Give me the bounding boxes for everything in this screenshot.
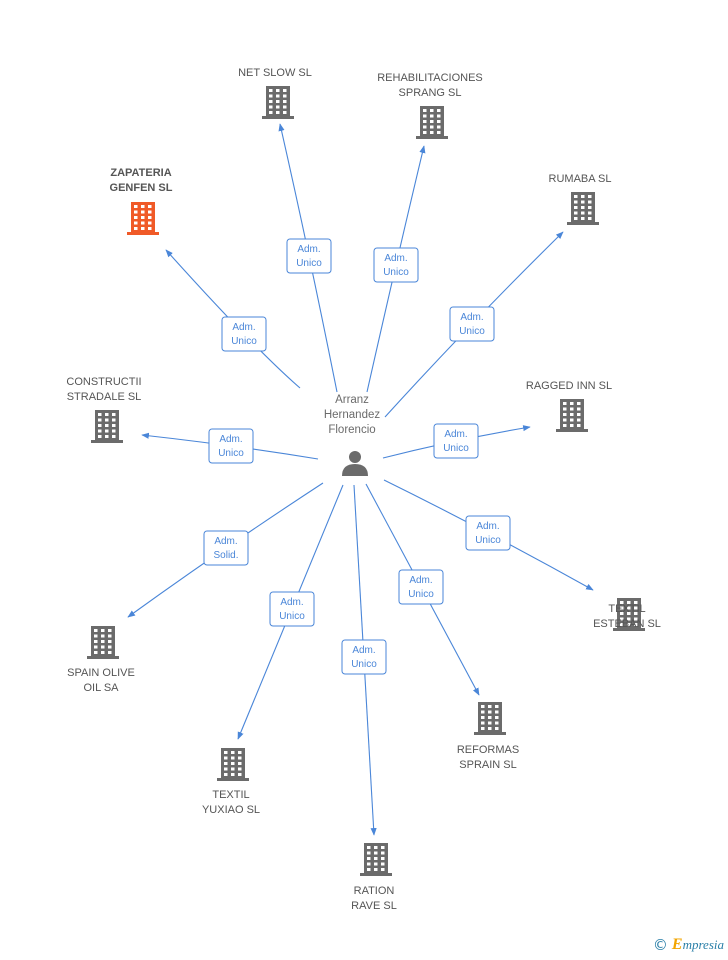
building-icon[interactable] — [262, 86, 294, 119]
role-label: Adm. — [460, 312, 483, 323]
edge-rehabilitaciones: Adm. Unico — [366, 145, 426, 393]
building-icon[interactable] — [127, 202, 159, 235]
role-label: Adm. — [232, 322, 255, 333]
edge-rumaba: Adm. Unico — [384, 231, 564, 418]
role-box[interactable] — [208, 428, 254, 464]
company-name[interactable]: REFORMAS — [457, 744, 519, 756]
company-name[interactable]: RAGGED INN SL — [526, 380, 612, 392]
company-node-rehabilitaciones[interactable]: REHABILITACIONES SPRANG SL — [377, 72, 483, 139]
building-icon[interactable] — [217, 748, 249, 781]
company-node-textil-esteban[interactable]: TEXTIL ESTEBAN SL — [593, 598, 661, 631]
edge-net-slow: Adm. Unico — [278, 123, 338, 393]
company-node-reformas[interactable]: REFORMAS SPRAIN SL — [457, 702, 519, 771]
role-label: Adm. — [219, 434, 242, 445]
building-icon[interactable] — [360, 843, 392, 876]
company-name[interactable]: SPRAIN SL — [459, 759, 516, 771]
company-name[interactable]: SPRANG SL — [399, 87, 462, 99]
brand-logo[interactable]: Empresia — [671, 936, 724, 953]
building-icon[interactable] — [556, 399, 588, 432]
role-label: Unico — [231, 336, 257, 347]
edge-textil-yuxiao: Adm. Unico — [237, 484, 344, 740]
company-name[interactable]: REHABILITACIONES — [377, 72, 483, 84]
company-node-textil-yuxiao[interactable]: TEXTIL YUXIAO SL — [202, 748, 260, 816]
building-icon[interactable] — [91, 410, 123, 443]
company-node-ration-rave[interactable]: RATION RAVE SL — [351, 843, 397, 912]
role-label: Adm. — [352, 645, 375, 656]
company-name[interactable]: SPAIN OLIVE — [67, 667, 135, 679]
footer: © Empresia — [653, 936, 724, 954]
edge-zapateria: Adm. Unico — [165, 249, 301, 389]
role-label: Adm. — [214, 536, 237, 547]
company-name[interactable]: CONSTRUCTII — [66, 376, 141, 388]
company-node-spain-olive[interactable]: SPAIN OLIVE OIL SA — [67, 626, 135, 694]
role-label: Adm. — [280, 597, 303, 608]
role-label: Adm. — [476, 521, 499, 532]
company-node-rumaba[interactable]: RUMABA SL — [549, 173, 612, 225]
company-name[interactable]: TEXTIL — [212, 789, 249, 801]
role-box[interactable] — [449, 306, 495, 342]
role-label: Adm. — [297, 244, 320, 255]
role-box[interactable] — [398, 569, 444, 605]
role-label: Unico — [218, 448, 244, 459]
company-name[interactable]: ZAPATERIA — [110, 167, 171, 179]
role-label: Unico — [443, 443, 469, 454]
building-icon[interactable] — [474, 702, 506, 735]
role-box[interactable] — [465, 515, 511, 551]
company-node-ragged-inn[interactable]: RAGGED INN SL — [526, 380, 612, 432]
copyright-icon: © — [652, 936, 668, 954]
edge-constructii: Adm. Unico — [141, 428, 319, 464]
company-name[interactable]: YUXIAO SL — [202, 804, 260, 816]
building-icon[interactable] — [87, 626, 119, 659]
role-box[interactable] — [286, 238, 332, 274]
company-name[interactable]: ESTEBAN SL — [593, 618, 661, 630]
person-name[interactable]: Florencio — [328, 424, 375, 436]
building-icon[interactable] — [416, 106, 448, 139]
edge-reformas: Adm. Unico — [365, 483, 480, 696]
company-name[interactable]: RATION — [354, 885, 395, 897]
role-box[interactable] — [269, 591, 315, 627]
company-name[interactable]: RUMABA SL — [549, 173, 612, 185]
role-label: Unico — [459, 326, 485, 337]
edge-ration-rave: Adm. Unico — [341, 484, 387, 836]
role-box[interactable] — [433, 423, 479, 459]
company-name[interactable]: NET SLOW SL — [238, 67, 312, 79]
person-icon[interactable] — [342, 451, 368, 476]
company-node-net-slow[interactable]: NET SLOW SL — [238, 67, 312, 119]
edge-textil-esteban: Adm. Unico — [383, 479, 594, 591]
building-icon[interactable] — [567, 192, 599, 225]
company-name[interactable]: GENFEN SL — [110, 182, 173, 194]
role-box[interactable] — [203, 530, 249, 566]
person-name[interactable]: Hernandez — [324, 409, 381, 421]
role-label: Unico — [408, 589, 434, 600]
role-box[interactable] — [341, 639, 387, 675]
company-node-zapateria[interactable]: ZAPATERIA GENFEN SL — [110, 167, 173, 235]
person-name[interactable]: Arranz — [335, 394, 369, 406]
company-name[interactable]: OIL SA — [83, 682, 119, 694]
role-label: Unico — [351, 659, 377, 670]
building-icon[interactable] — [613, 598, 645, 631]
company-name[interactable]: TEXTIL — [608, 603, 645, 615]
role-box[interactable] — [373, 247, 419, 283]
role-label: Unico — [296, 258, 322, 269]
company-name[interactable]: RAVE SL — [351, 900, 397, 912]
company-name[interactable]: STRADALE SL — [67, 391, 142, 403]
role-label: Adm. — [384, 253, 407, 264]
role-label: Solid. — [213, 550, 238, 561]
company-node-constructii[interactable]: CONSTRUCTII STRADALE SL — [66, 376, 142, 443]
role-label: Adm. — [409, 575, 432, 586]
edge-spain-olive: Adm. Solid. — [127, 482, 324, 618]
role-label: Unico — [279, 611, 305, 622]
role-label: Unico — [475, 535, 501, 546]
role-label: Adm. — [444, 429, 467, 440]
role-box[interactable] — [221, 316, 267, 352]
role-label: Unico — [383, 267, 409, 278]
edge-ragged-inn: Adm. Unico — [382, 423, 531, 459]
